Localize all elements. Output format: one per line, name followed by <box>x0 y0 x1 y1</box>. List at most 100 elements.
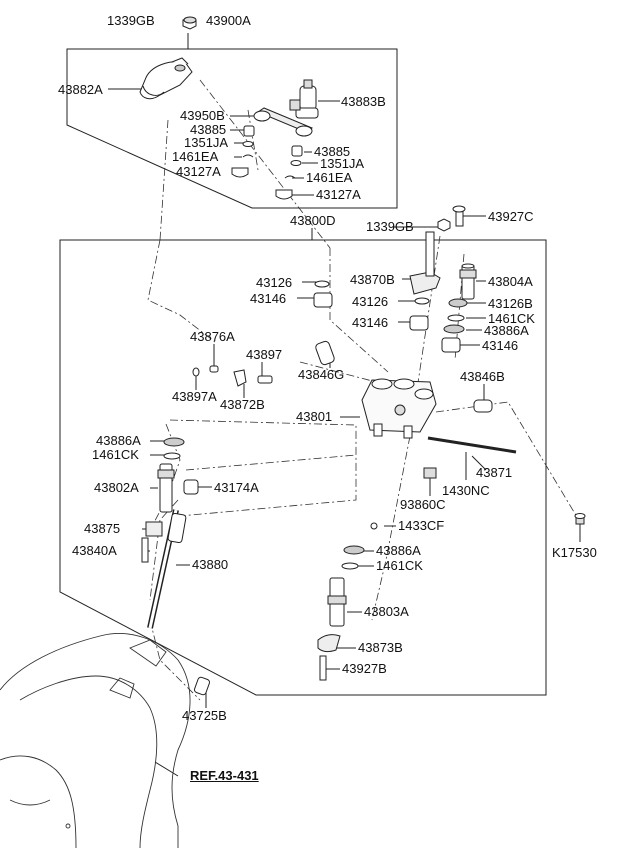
label-1461ck-left: 1461CK <box>92 447 139 462</box>
label-43802a: 43802A <box>94 480 139 495</box>
housing-43801 <box>361 378 437 439</box>
shaft-43802a <box>157 463 175 513</box>
label-43885-right: 43885 <box>314 144 351 159</box>
label-43146-right: 43146 <box>482 338 519 353</box>
label-43876a: 43876A <box>190 329 235 344</box>
label-43127a-left: 43127A <box>176 164 221 179</box>
bushing-43885-right <box>291 145 303 157</box>
transmission-case-outline <box>0 633 191 848</box>
seal-43126-mid <box>414 297 430 305</box>
label-1339gb-top: 1339GB <box>107 13 155 28</box>
nut-1339gb-top <box>182 16 197 30</box>
label-43950b: 43950B <box>180 108 225 123</box>
bolt-k17530 <box>574 513 586 525</box>
bolt-43927b <box>319 655 327 681</box>
clip-1461ea-left <box>242 154 254 158</box>
label-43800d: 43800D <box>290 213 336 228</box>
label-43882a: 43882A <box>58 82 103 97</box>
label-1351ja-left: 1351JA <box>184 135 229 150</box>
label-43886a-bot: 43886A <box>376 543 421 558</box>
cap-43127a-left <box>231 167 249 178</box>
label-43927b: 43927B <box>342 661 387 676</box>
label-43127a-right: 43127A <box>316 187 361 202</box>
label-43804a: 43804A <box>488 274 533 289</box>
sensor-43725b <box>193 676 211 696</box>
shaft-43803a <box>327 577 347 627</box>
label-k17530: K17530 <box>552 545 597 560</box>
main-assembly-frame <box>59 239 547 696</box>
label-43883b: 43883B <box>341 94 386 109</box>
label-1461ck-top: 1461CK <box>488 311 535 326</box>
label-43146-mid: 43146 <box>352 315 389 330</box>
label-43871: 43871 <box>476 465 513 480</box>
lever-43870b <box>409 231 441 295</box>
label-43900a: 43900A <box>206 13 251 28</box>
label-1339gb-mid: 1339GB <box>366 219 414 234</box>
clip-1461ea-right <box>284 175 296 179</box>
ring-1461ck-bot <box>341 562 359 570</box>
bushing-43146-top <box>313 292 333 308</box>
bushing-43174a <box>183 479 199 495</box>
label-43885-left: 43885 <box>190 122 227 137</box>
bolt-43927c <box>452 205 466 227</box>
label-43886a-left: 43886A <box>96 433 141 448</box>
sensor-93860c <box>423 467 437 479</box>
label-1430nc: 1430NC <box>442 483 490 498</box>
link-rod-43950b <box>253 107 314 137</box>
ring-1461ck-left <box>163 452 181 460</box>
label-43846g: 43846G <box>298 367 345 382</box>
label-43875: 43875 <box>84 521 121 536</box>
rod-43871 <box>427 436 517 454</box>
label-1461ea-right: 1461EA <box>306 170 353 185</box>
label-43146-top: 43146 <box>250 291 287 306</box>
lever-43875 <box>145 521 163 537</box>
ring-43897a <box>192 367 200 377</box>
seal-43886a-bot <box>343 545 365 555</box>
bushing-43885-left <box>243 125 255 137</box>
label-1461ck-bot: 1461CK <box>376 558 423 573</box>
label-93860c: 93860C <box>400 497 446 512</box>
washer-1351ja-left <box>242 141 254 147</box>
lever-43883b <box>289 79 319 119</box>
bushing-43146-right <box>441 337 461 353</box>
label-43803a: 43803A <box>364 604 409 619</box>
label-43725b: 43725B <box>182 708 227 723</box>
bolt-43840a <box>141 537 149 563</box>
seal-43126b <box>448 298 468 308</box>
label-1461ea-left: 1461EA <box>172 149 219 164</box>
label-43872b: 43872B <box>220 397 265 412</box>
plunger-43846g <box>315 340 335 366</box>
seal-43126-top <box>314 280 330 288</box>
lever-43873b <box>317 634 341 653</box>
label-43126-top: 43126 <box>256 275 293 290</box>
label-1351ja-right: 1351JA <box>320 156 365 171</box>
seal-43886a-top <box>443 324 465 334</box>
label-43846b: 43846B <box>460 369 505 384</box>
cap-43127a-right <box>275 189 293 200</box>
label-43897: 43897 <box>246 347 283 362</box>
lever-43882a <box>139 57 193 100</box>
bushing-43146-mid <box>409 315 429 331</box>
upper-assembly-frame <box>66 48 398 209</box>
reference-link-43-431[interactable]: REF.43-431 <box>190 768 259 783</box>
plunger-43846b <box>473 399 493 413</box>
label-43880: 43880 <box>192 557 229 572</box>
label-43927c: 43927C <box>488 209 534 224</box>
ring-1461ck-top <box>447 314 465 322</box>
seal-43886a-left <box>163 437 185 447</box>
pin-43876a <box>209 365 219 373</box>
shaft-43880 <box>147 509 187 629</box>
label-43897a: 43897A <box>172 389 217 404</box>
label-43870b: 43870B <box>350 272 395 287</box>
label-43840a: 43840A <box>72 543 117 558</box>
label-43886a-top: 43886A <box>484 323 529 338</box>
nut-1339gb-mid <box>437 218 451 232</box>
shaft-43804a <box>459 263 477 300</box>
label-43174a: 43174A <box>214 480 259 495</box>
label-1433cf: 1433CF <box>398 518 445 533</box>
plug-1433cf <box>370 522 378 530</box>
label-43126b: 43126B <box>488 296 533 311</box>
label-43873b: 43873B <box>358 640 403 655</box>
label-43126-mid: 43126 <box>352 294 389 309</box>
